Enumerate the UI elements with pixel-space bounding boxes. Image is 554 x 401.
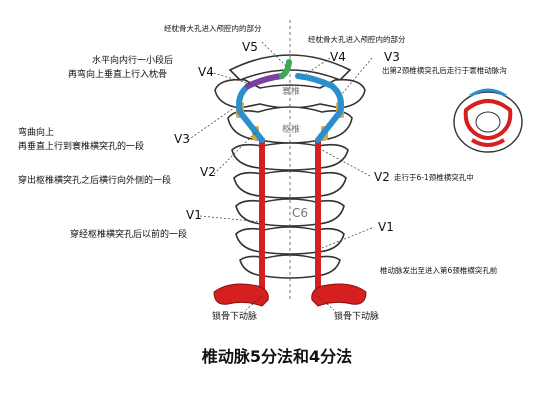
- atlas-inset: [453, 88, 523, 153]
- marker-right-v3: V3: [384, 50, 400, 64]
- marker-right-v4: V4: [330, 50, 346, 64]
- v3-caption-line2: 再垂直上行到寰椎横突孔的一段: [18, 142, 145, 152]
- v3-caption-line1: 弯曲向上: [18, 128, 55, 138]
- marker-left-v1: V1: [186, 208, 202, 222]
- right-subclavian-label: 锁骨下动脉: [334, 312, 380, 322]
- v5-caption: 经枕骨大孔进入颅腔内的部分: [164, 24, 262, 33]
- axis-label: 枢椎: [282, 125, 301, 135]
- atlas-label: 寰椎: [282, 87, 301, 97]
- marker-left-v5: V5: [242, 40, 258, 54]
- right-v3-caption: 出第2颈椎横突孔后走行于寰椎动脉沟: [382, 66, 507, 75]
- right-v4-caption: 经枕骨大孔进入颅腔内的部分: [308, 35, 406, 44]
- left-subclavian-label: 锁骨下动脉: [212, 312, 258, 322]
- right-v2-caption: 走行于6-1颈椎横突孔中: [394, 173, 474, 182]
- v2-caption: 穿出枢椎横突孔之后横行向外侧的一段: [18, 176, 172, 186]
- marker-left-v3: V3: [174, 132, 190, 146]
- marker-left-v4: V4: [198, 65, 214, 79]
- v1-caption: 穿经枢椎横突孔后以前的一段: [70, 230, 188, 240]
- c6-label: C6: [292, 206, 309, 220]
- page-title: 椎动脉5分法和4分法: [201, 347, 353, 366]
- marker-right-v2: V2: [374, 170, 390, 184]
- subclavian-arteries: [213, 283, 367, 307]
- v4-caption-line2: 再弯向上垂直上行入枕骨: [68, 70, 168, 80]
- leader-lines-left: [187, 41, 287, 311]
- leader-lines-right: [305, 57, 373, 311]
- marker-right-v1: V1: [378, 220, 394, 234]
- v4-caption-line1: 水平向内行一小段后: [92, 56, 174, 66]
- marker-left-v2: V2: [200, 165, 216, 179]
- right-v1-caption: 椎动脉发出至进入第6颈椎横突孔前: [380, 266, 498, 275]
